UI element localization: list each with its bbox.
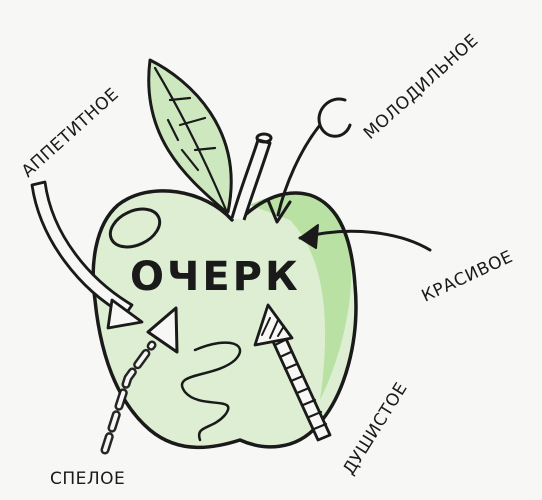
label-ripe: СПЕЛОЕ: [50, 469, 125, 489]
label-beautiful: КРАСИВОЕ: [419, 247, 517, 307]
label-rejuvenating: МОЛОДИЛЬНОЕ: [360, 30, 483, 143]
stem-top: [257, 134, 271, 142]
label-appetizing: АППЕТИТНОЕ: [18, 84, 123, 181]
center-word: ОЧЕРК: [130, 254, 301, 300]
label-fragrant: ДУШИСТОЕ: [339, 379, 412, 479]
